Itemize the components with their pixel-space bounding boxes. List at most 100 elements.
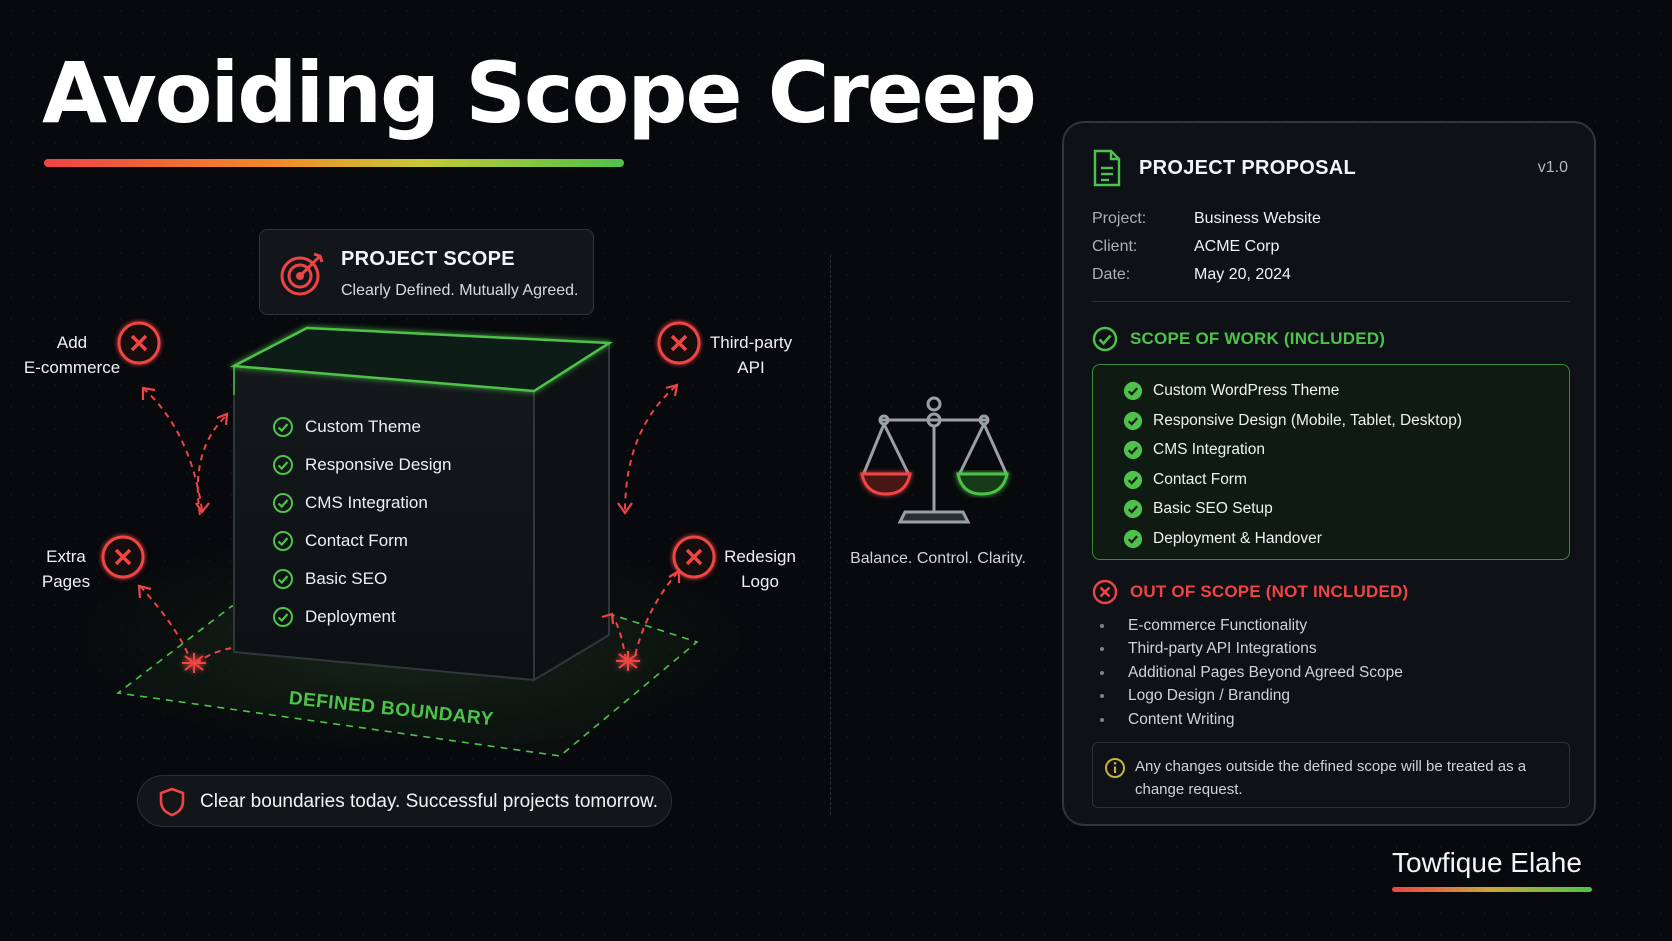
- meta-value: May 20, 2024: [1194, 266, 1291, 283]
- included-item: CMS Integration: [1123, 438, 1462, 462]
- box-scope-item-label: Basic SEO: [305, 569, 388, 588]
- included-item: Responsive Design (Mobile, Tablet, Deskt…: [1123, 409, 1462, 433]
- meta-value: Business Website: [1194, 210, 1321, 227]
- impact-bursts: [182, 651, 640, 673]
- box-scope-item-label: Deployment: [305, 607, 396, 626]
- check-circle-icon: [273, 569, 293, 589]
- excluded-item-label: Logo Design / Branding: [1128, 687, 1291, 705]
- meta-key: Client:: [1092, 238, 1138, 255]
- check-circle-icon: [273, 531, 293, 551]
- excluded-item: Third-party API Integrations: [1100, 638, 1403, 662]
- box-scope-item-label: Custom Theme: [305, 417, 421, 436]
- balance-caption: Balance. Control. Clarity.: [850, 550, 1026, 567]
- excluded-item-label: E-commerce Functionality: [1128, 616, 1308, 634]
- proposal-separator: [1092, 301, 1570, 302]
- project-proposal-card: PROJECT PROPOSAL v1.0 Project:Business W…: [1062, 121, 1596, 826]
- project-scope-title: PROJECT SCOPE: [341, 248, 515, 270]
- excluded-item: Additional Pages Beyond Agreed Scope: [1100, 661, 1403, 685]
- included-heading-text: SCOPE OF WORK (INCLUDED): [1130, 329, 1386, 348]
- box-scope-item-label: CMS Integration: [305, 493, 428, 512]
- box-scope-item: CMS Integration: [272, 491, 451, 515]
- check-circle-filled-icon: [1123, 470, 1143, 489]
- bullet-dot: [1100, 694, 1104, 699]
- box-scope-item: Custom Theme: [272, 415, 451, 439]
- creep-label-line: Extra: [46, 547, 86, 566]
- creep-label-line: Add: [56, 333, 88, 352]
- author-gradient-underline: [1392, 887, 1592, 892]
- page-title: Avoiding Scope Creep: [42, 44, 1037, 142]
- change-request-note-text: Any changes outside the defined scope wi…: [1135, 758, 1527, 798]
- box-scope-item: Basic SEO: [272, 567, 451, 591]
- x-circle-icon-ecommerce: [117, 321, 161, 365]
- included-item-label: Contact Form: [1153, 470, 1247, 488]
- bullet-dot: [1100, 670, 1104, 675]
- bullet-dot: [1100, 623, 1104, 628]
- creep-label-line: Redesign: [724, 547, 796, 566]
- check-circle-icon: [273, 417, 293, 437]
- check-circle-icon: [273, 607, 293, 627]
- document-icon: [1093, 149, 1121, 187]
- change-request-note: Any changes outside the defined scope wi…: [1092, 742, 1570, 808]
- check-circle-filled-icon: [1123, 529, 1143, 548]
- excluded-heading-text: OUT OF SCOPE (NOT INCLUDED): [1130, 582, 1409, 601]
- included-item-label: Basic SEO Setup: [1153, 500, 1273, 517]
- shield-icon: [159, 787, 185, 817]
- check-circle-filled-icon: [1123, 381, 1143, 401]
- excluded-item: Content Writing: [1100, 708, 1403, 732]
- proposal-version: v1.0: [1537, 159, 1568, 176]
- title-gradient-underline: [44, 159, 624, 167]
- x-circle-icon-pages: [101, 535, 145, 579]
- excluded-item-label: Additional Pages Beyond Agreed Scope: [1128, 663, 1403, 681]
- check-circle-filled-icon: [1123, 499, 1143, 519]
- x-circle-outline-icon: [1092, 579, 1118, 605]
- box-scope-item-label: Responsive Design: [305, 455, 452, 474]
- creep-label-ecommerce: Add E-commerce: [22, 330, 122, 380]
- check-circle-filled-icon: [1123, 411, 1143, 430]
- meta-value: ACME Corp: [1194, 238, 1280, 255]
- box-scope-item: Contact Form: [272, 529, 451, 553]
- creep-label-line: E-commerce: [23, 358, 121, 377]
- included-item: Contact Form: [1123, 468, 1462, 492]
- check-circle-icon: [273, 455, 293, 475]
- meta-row-client: Client: ACME Corp: [1092, 238, 1279, 256]
- project-scope-card: PROJECT SCOPE Clearly Defined. Mutually …: [259, 229, 594, 315]
- x-circle-icon-logo: [672, 535, 716, 579]
- meta-row-project: Project:Business Website: [1092, 210, 1321, 228]
- proposal-title: PROJECT PROPOSAL: [1139, 157, 1357, 179]
- excluded-item: Logo Design / Branding: [1100, 685, 1403, 709]
- balance-scale-icon: [862, 396, 1008, 524]
- creep-label-line: Pages: [41, 572, 91, 591]
- tagline-pill: Clear boundaries today. Successful proje…: [137, 775, 672, 827]
- check-circle-filled-icon: [1123, 440, 1143, 460]
- excluded-heading: OUT OF SCOPE (NOT INCLUDED): [1092, 579, 1408, 605]
- included-item-label: Deployment & Handover: [1153, 529, 1322, 547]
- bullet-dot: [1100, 717, 1104, 722]
- included-heading: SCOPE OF WORK (INCLUDED): [1092, 326, 1385, 352]
- creep-label-pages: Extra Pages: [36, 544, 96, 594]
- defined-boundary-label: DEFINED BOUNDARY: [287, 688, 495, 731]
- included-item-label: Responsive Design (Mobile, Tablet, Deskt…: [1153, 411, 1463, 429]
- check-circle-icon: [273, 493, 293, 513]
- box-scope-item: Deployment: [272, 605, 451, 629]
- included-item-label: Custom WordPress Theme: [1153, 382, 1340, 399]
- author-name: Towfique Elahe: [1392, 847, 1582, 878]
- creep-label-api: Third-party API: [706, 330, 796, 380]
- creep-label-logo: Redesign Logo: [722, 544, 798, 594]
- x-circle-icon-api: [657, 321, 701, 365]
- excluded-item-label: Third-party API Integrations: [1128, 640, 1317, 658]
- meta-key: Date:: [1092, 266, 1131, 283]
- bullet-dot: [1100, 647, 1104, 652]
- creep-label-line: Third-party: [709, 333, 793, 352]
- included-item: Custom WordPress Theme: [1123, 379, 1462, 403]
- included-item: Basic SEO Setup: [1123, 497, 1462, 521]
- creep-label-line: Logo: [741, 572, 779, 591]
- scale-pan-left: [860, 472, 912, 496]
- included-item-label: CMS Integration: [1153, 441, 1265, 458]
- excluded-item: E-commerce Functionality: [1100, 614, 1403, 638]
- excluded-item-label: Content Writing: [1128, 710, 1235, 728]
- included-item: Deployment & Handover: [1123, 527, 1462, 551]
